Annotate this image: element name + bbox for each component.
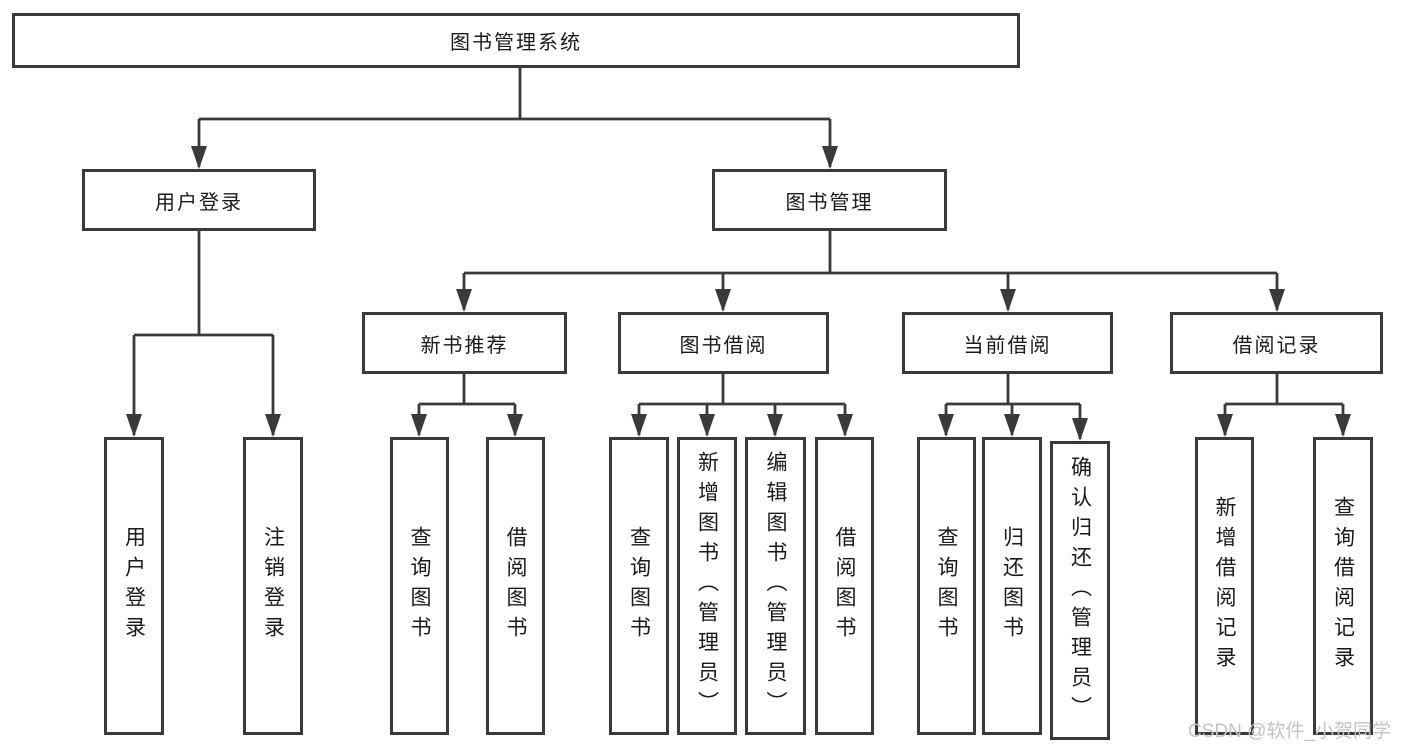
node-label: 新增借阅记录 [1213, 496, 1236, 676]
node-label: 借阅图书 [504, 526, 527, 646]
node-label: 用户登录 [122, 526, 146, 646]
node-label: 注销登录 [261, 526, 285, 646]
node-label: 借阅记录 [1232, 334, 1321, 357]
node-current-borrow: 当前借阅 [902, 312, 1113, 374]
leaf-borrow-books: 借阅图书 [815, 437, 874, 735]
leaf-query-books-borrow: 查询图书 [609, 437, 669, 735]
node-new-book-recommend: 新书推荐 [362, 312, 567, 374]
node-book-management: 图书管理 [712, 169, 947, 231]
node-label: 新书推荐 [420, 334, 509, 357]
leaf-query-borrow-record: 查询借阅记录 [1313, 437, 1373, 735]
arrowheads [126, 146, 1351, 441]
leaf-add-book-admin: 新增图书（管理员） [677, 437, 737, 735]
leaf-add-borrow-record: 新增借阅记录 [1195, 437, 1254, 735]
leaf-query-books-current: 查询图书 [917, 437, 976, 735]
node-label: 图书借阅 [679, 334, 768, 357]
node-label: 编辑图书（管理员） [764, 451, 787, 721]
node-label: 新增图书（管理员） [695, 451, 719, 721]
node-label: 当前借阅 [963, 334, 1052, 357]
node-user-login: 用户登录 [82, 169, 316, 231]
node-label: 归还图书 [1000, 526, 1024, 646]
node-borrow-records: 借阅记录 [1170, 312, 1383, 374]
leaf-query-books-recommend: 查询图书 [390, 437, 449, 735]
leaf-return-books: 归还图书 [982, 437, 1042, 735]
leaf-logout: 注销登录 [243, 437, 303, 735]
leaf-confirm-return-admin: 确认归还（管理员） [1050, 441, 1110, 740]
leaf-user-login: 用户登录 [104, 437, 164, 735]
node-label: 图书管理系统 [450, 32, 582, 54]
node-root: 图书管理系统 [12, 13, 1020, 68]
connector-paths [132, 68, 1345, 439]
csdn-watermark: CSDN @软件_小贺同学 [1188, 721, 1391, 742]
node-label: 查询图书 [935, 526, 958, 646]
node-label: 查询借阅记录 [1331, 496, 1355, 676]
node-label: 图书管理 [785, 191, 874, 214]
leaf-borrow-books-recommend: 借阅图书 [486, 437, 545, 735]
node-book-borrow: 图书借阅 [618, 312, 829, 374]
node-label: 查询图书 [408, 526, 431, 646]
node-label: 查询图书 [627, 526, 651, 646]
leaf-edit-book-admin: 编辑图书（管理员） [745, 437, 806, 735]
node-label: 确认归还（管理员） [1068, 455, 1092, 726]
node-label: 借阅图书 [833, 526, 856, 646]
node-label: 用户登录 [155, 191, 243, 214]
